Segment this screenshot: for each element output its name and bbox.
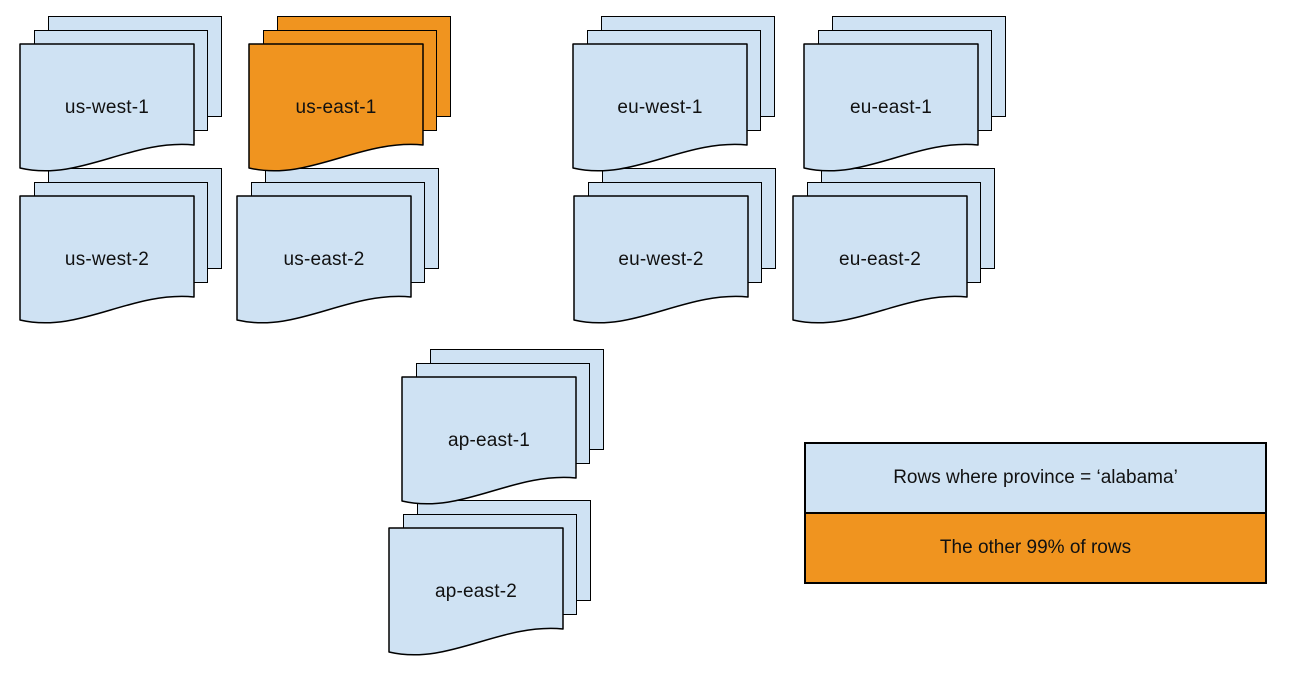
region-label: eu-east-1 (849, 96, 933, 118)
region-label: eu-west-2 (618, 248, 704, 270)
region-label: us-east-1 (295, 96, 377, 118)
region-stack-eu-east-1: eu-east-1 (803, 16, 1006, 172)
region-stack-ap-east-1: ap-east-1 (401, 349, 604, 505)
document-page-front: us-east-2 (236, 195, 412, 324)
document-page-front: us-east-1 (248, 43, 424, 172)
document-shape-icon (19, 43, 195, 172)
document-shape-icon (236, 195, 412, 324)
region-label: eu-east-2 (838, 248, 922, 270)
legend: Rows where province = ‘alabama’ The othe… (804, 442, 1267, 584)
region-stack-eu-west-1: eu-west-1 (572, 16, 775, 172)
region-stack-us-east-1: us-east-1 (248, 16, 451, 172)
region-label: ap-east-1 (447, 429, 531, 451)
document-page-front: us-west-1 (19, 43, 195, 172)
document-page-front: eu-east-2 (792, 195, 968, 324)
document-page-front: ap-east-1 (401, 376, 577, 505)
document-page-front: eu-west-2 (573, 195, 749, 324)
region-label: us-east-2 (283, 248, 365, 270)
legend-item-alabama-rows: Rows where province = ‘alabama’ (806, 444, 1265, 514)
legend-item-other-rows: The other 99% of rows (806, 514, 1265, 582)
document-page-front: us-west-2 (19, 195, 195, 324)
region-stack-us-west-2: us-west-2 (19, 168, 222, 324)
document-page-front: ap-east-2 (388, 527, 564, 656)
document-page-front: eu-east-1 (803, 43, 979, 172)
region-stack-ap-east-2: ap-east-2 (388, 500, 591, 656)
region-stack-us-east-2: us-east-2 (236, 168, 439, 324)
region-stack-us-west-1: us-west-1 (19, 16, 222, 172)
legend-label: The other 99% of rows (939, 537, 1132, 558)
document-shape-icon (388, 527, 564, 656)
document-shape-icon (803, 43, 979, 172)
region-label: eu-west-1 (617, 96, 703, 118)
document-shape-icon (248, 43, 424, 172)
document-shape-icon (573, 195, 749, 324)
document-shape-icon (401, 376, 577, 505)
legend-label: Rows where province = ‘alabama’ (893, 467, 1178, 488)
region-label: us-west-1 (64, 96, 150, 118)
region-stack-eu-east-2: eu-east-2 (792, 168, 995, 324)
document-shape-icon (19, 195, 195, 324)
document-shape-icon (572, 43, 748, 172)
document-page-front: eu-west-1 (572, 43, 748, 172)
document-shape-icon (792, 195, 968, 324)
region-label: us-west-2 (64, 248, 150, 270)
region-label: ap-east-2 (434, 580, 518, 602)
region-stack-eu-west-2: eu-west-2 (573, 168, 776, 324)
